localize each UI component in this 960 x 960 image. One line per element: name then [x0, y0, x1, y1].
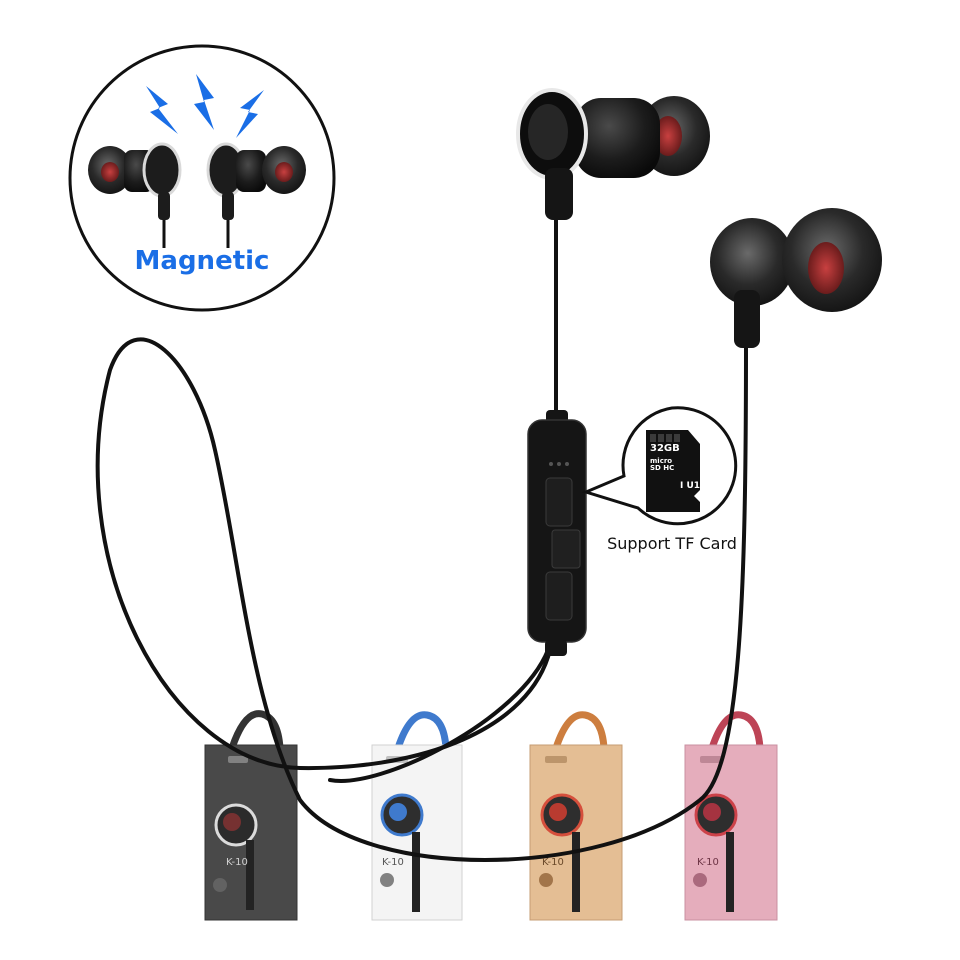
cable — [95, 218, 748, 862]
lightning-bolt-icon — [146, 86, 178, 134]
package-box-gold — [529, 711, 623, 921]
package-box-black — [204, 710, 298, 921]
magnetic-label: Magnetic — [134, 246, 270, 276]
lightning-bolt-icon — [194, 74, 214, 130]
left-magnetic-earbud — [88, 142, 182, 248]
microsd-card-icon — [646, 430, 700, 512]
package-model-black: K-10 — [226, 857, 248, 868]
package-model-pink: K-10 — [697, 857, 719, 868]
package-box-white — [371, 711, 463, 921]
inline-remote-control — [527, 410, 587, 656]
earbud-upper — [516, 88, 710, 220]
microsd-class: I U1 — [680, 481, 701, 491]
magnetic-callout — [68, 44, 336, 312]
tf-card-callout — [581, 406, 738, 526]
microsd-capacity: 32GB — [650, 443, 680, 454]
earbud-lower — [710, 208, 882, 348]
package-box-pink — [684, 711, 778, 921]
tf-card-label: Support TF Card — [607, 534, 737, 553]
package-model-gold: K-10 — [542, 857, 564, 868]
package-model-white: K-10 — [382, 857, 404, 868]
packaging-boxes — [204, 710, 778, 921]
microsd-brand: micro SD HC — [650, 457, 675, 472]
lightning-bolt-icon — [236, 90, 264, 138]
right-magnetic-earbud — [206, 142, 306, 248]
